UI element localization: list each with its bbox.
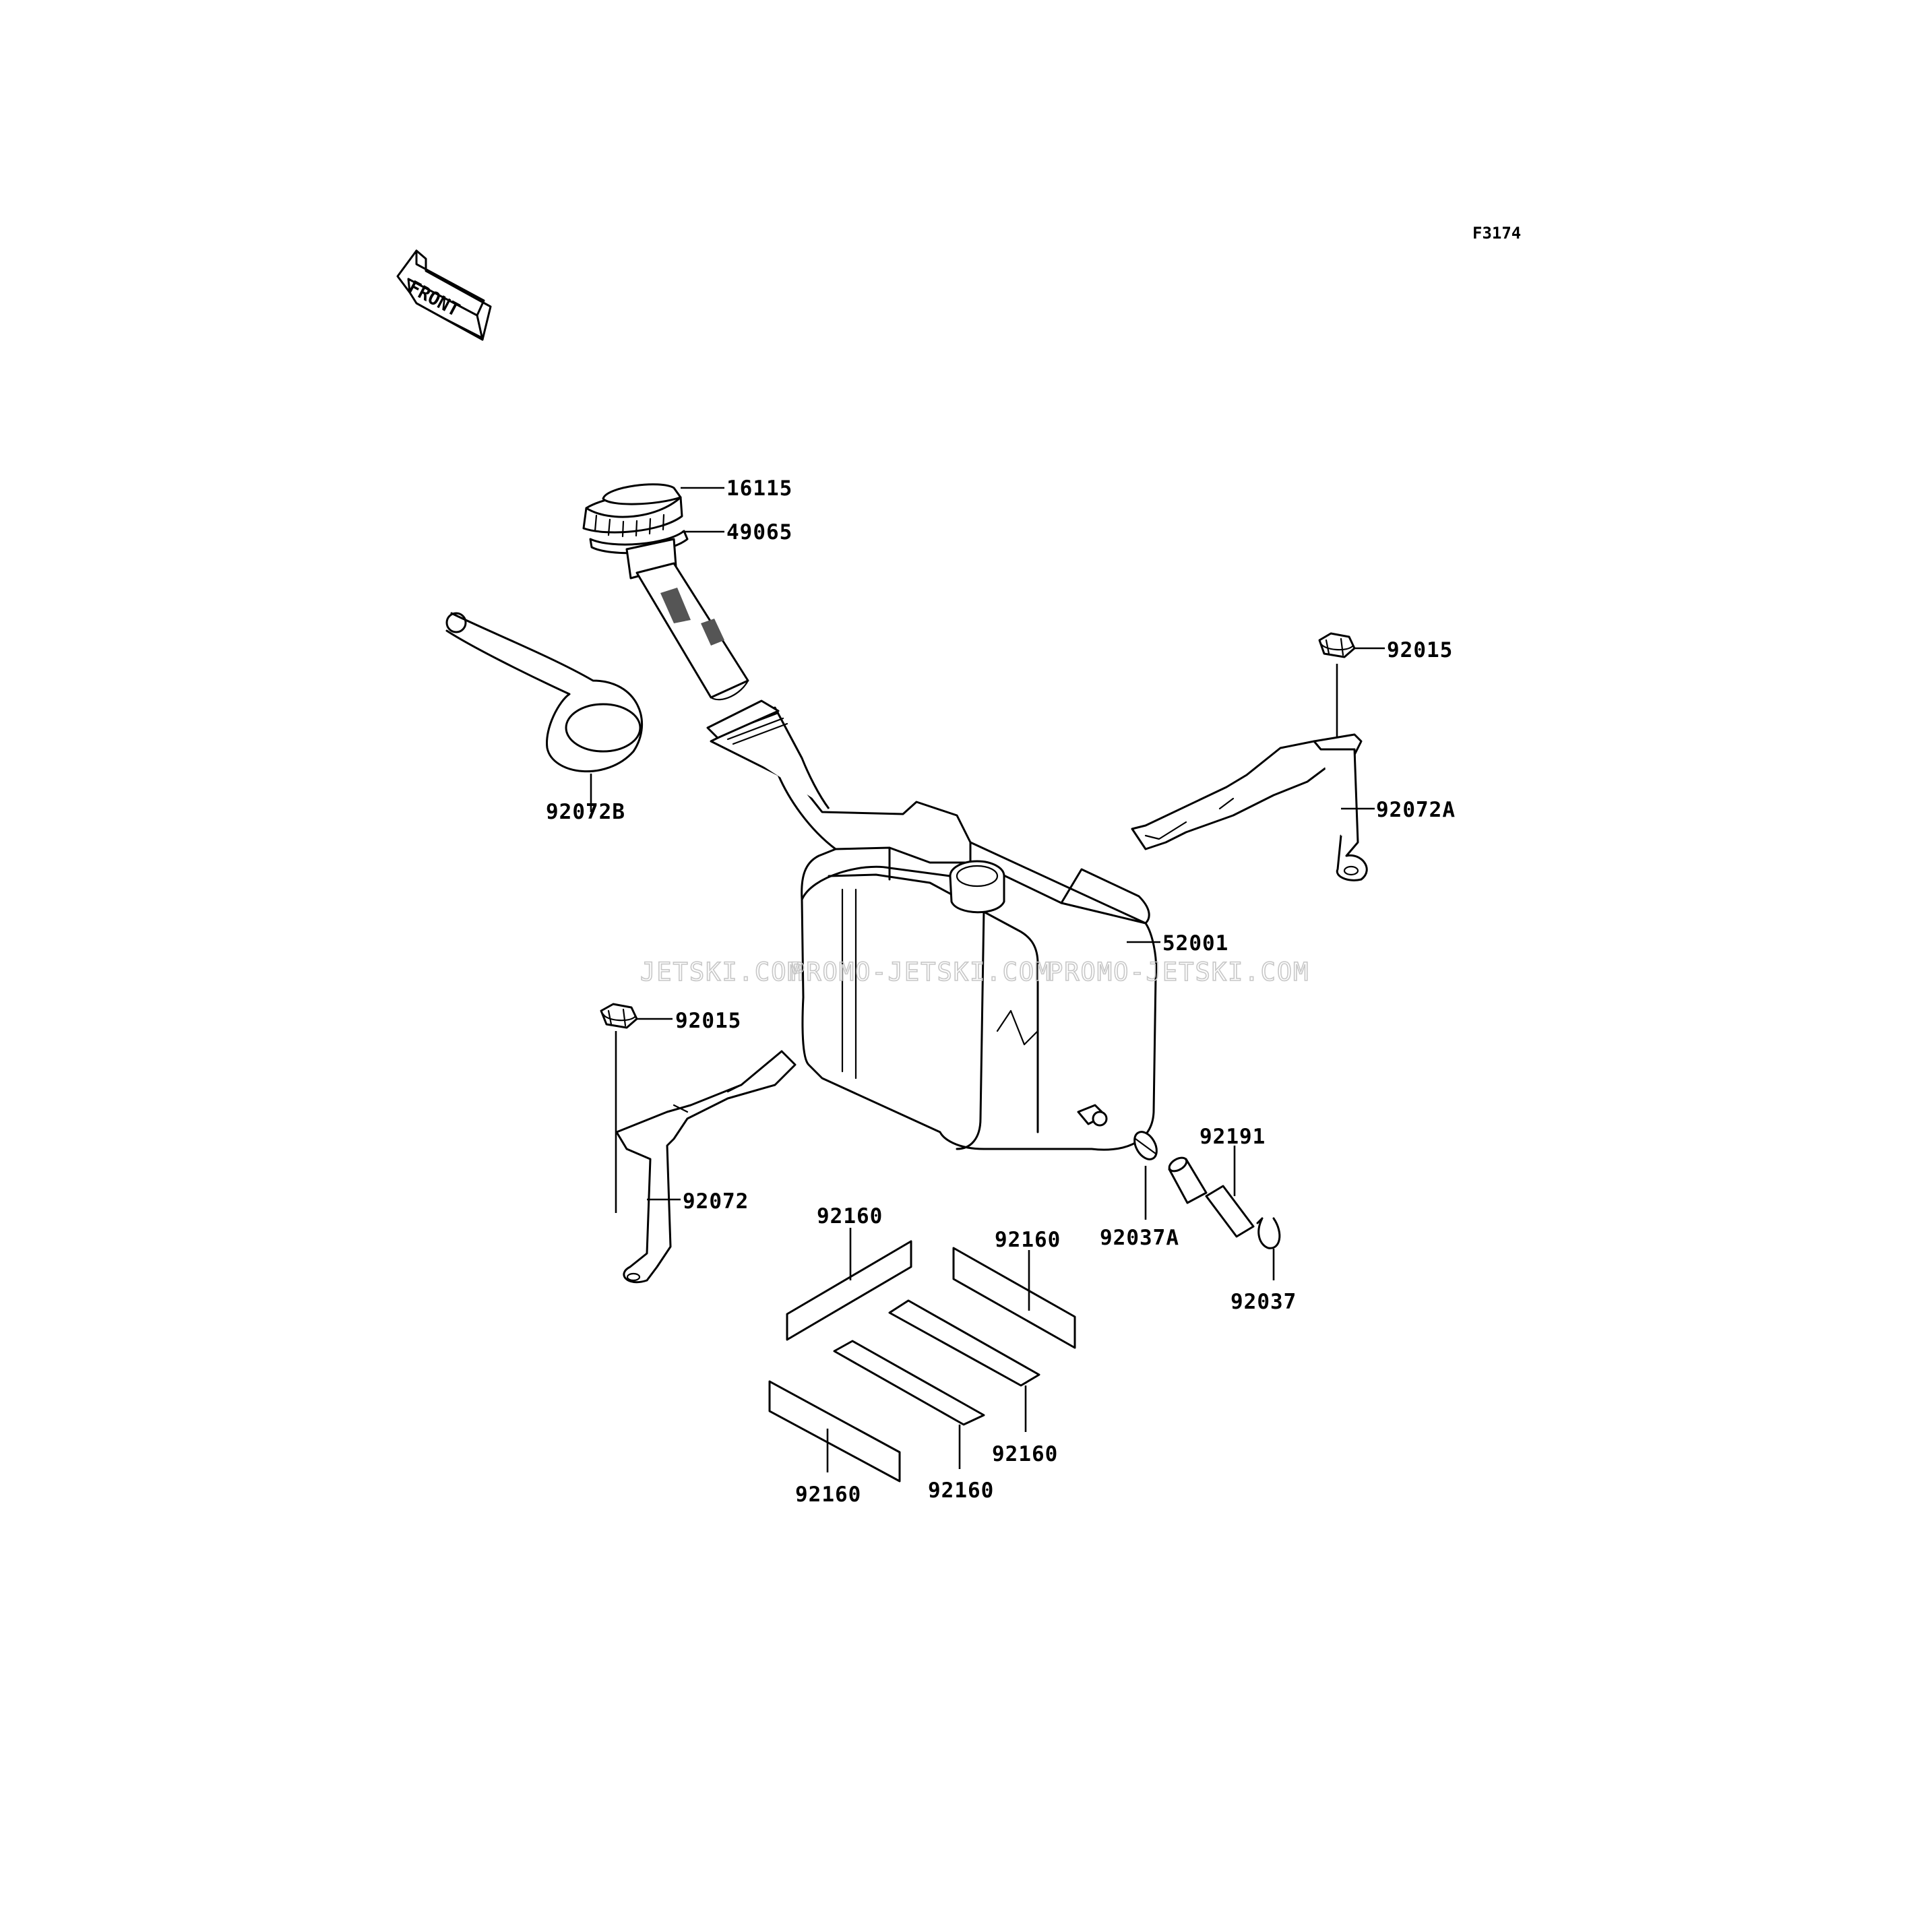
clamp-a	[1133, 1131, 1158, 1220]
pad-2	[952, 1247, 1076, 1349]
label-92015-left: 92015	[675, 1009, 741, 1033]
label-92072: 92072	[683, 1189, 749, 1214]
label-16115: 16115	[726, 476, 792, 501]
filler-neck	[589, 530, 749, 701]
filler-cap	[582, 483, 683, 538]
watermark: JETSKI.COM PROMO-JETSKI.COM PROMO-JETSKI…	[640, 957, 1309, 987]
label-52001: 52001	[1162, 931, 1228, 956]
label-92160-5: 92160	[795, 1483, 861, 1507]
svg-text:PROMO-JETSKI.COM: PROMO-JETSKI.COM	[1048, 958, 1309, 987]
svg-text:JETSKI.COM: JETSKI.COM	[640, 958, 804, 987]
label-49065: 49065	[726, 520, 792, 544]
label-92037: 92037	[1230, 1290, 1297, 1314]
label-92160-1: 92160	[817, 1204, 883, 1228]
pad-5	[768, 1380, 901, 1483]
figure-code: F3174	[1472, 224, 1521, 243]
label-92072a: 92072A	[1376, 798, 1456, 822]
nut-left	[600, 1003, 673, 1213]
pad-4	[833, 1340, 985, 1469]
strap-right	[1131, 733, 1375, 881]
label-92160-4: 92160	[928, 1478, 994, 1503]
pad-1	[786, 1228, 912, 1341]
label-92160-3: 92160	[992, 1442, 1058, 1466]
label-92015-right: 92015	[1387, 638, 1453, 662]
label-92037a: 92037A	[1100, 1226, 1179, 1250]
hose	[1168, 1146, 1255, 1238]
nut-right	[1318, 632, 1385, 738]
strap-left	[615, 1050, 797, 1284]
pad-3	[888, 1299, 1040, 1432]
label-92160-2: 92160	[995, 1228, 1061, 1252]
circlip	[1256, 1217, 1281, 1280]
strainer-mesh-icon	[660, 588, 724, 646]
oil-tank	[706, 699, 1160, 1151]
front-arrow-icon: FRONT	[396, 249, 492, 341]
gasket-ring	[445, 612, 644, 812]
label-92191: 92191	[1199, 1125, 1266, 1149]
svg-text:PROMO-JETSKI.COM: PROMO-JETSKI.COM	[790, 958, 1051, 987]
label-92072b: 92072B	[546, 800, 625, 824]
